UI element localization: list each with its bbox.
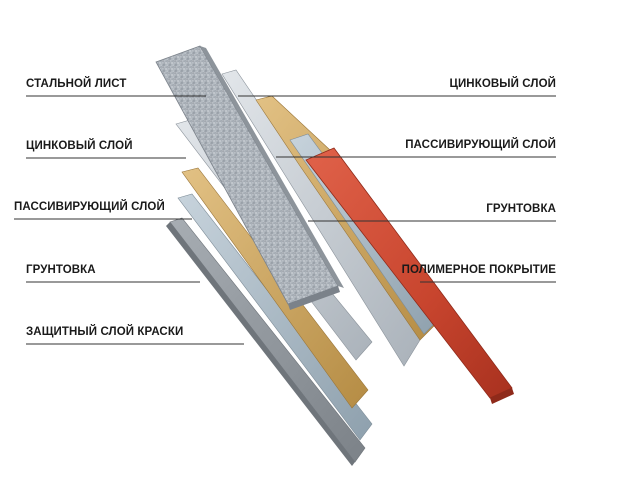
label-passivating-layer-right: ПАССИВИРУЮЩИЙ СЛОЙ [405,139,556,151]
steel-sheet-core [155,45,344,310]
layer-primer-left [177,193,373,441]
label-zinc-layer-right: ЦИНКОВЫЙ СЛОЙ [449,78,556,90]
left-layer-stack [166,119,373,466]
layer-passivating-left [181,167,369,409]
leader-lines [14,95,556,345]
label-primer-right: ГРУНТОВКА [486,203,556,215]
label-passivating-layer-left: ПАССИВИРУЮЩИЙ СЛОЙ [14,201,165,213]
right-layer-stack [221,69,514,404]
label-protective-paint: ЗАЩИТНЫЙ СЛОЙ КРАСКИ [26,326,184,338]
label-polymer-coating: ПОЛИМЕРНОЕ ПОКРЫТИЕ [401,264,556,276]
label-zinc-layer-left: ЦИНКОВЫЙ СЛОЙ [26,140,133,152]
label-steel-sheet: СТАЛЬНОЙ ЛИСТ [26,78,127,90]
label-primer-left: ГРУНТОВКА [26,264,96,276]
